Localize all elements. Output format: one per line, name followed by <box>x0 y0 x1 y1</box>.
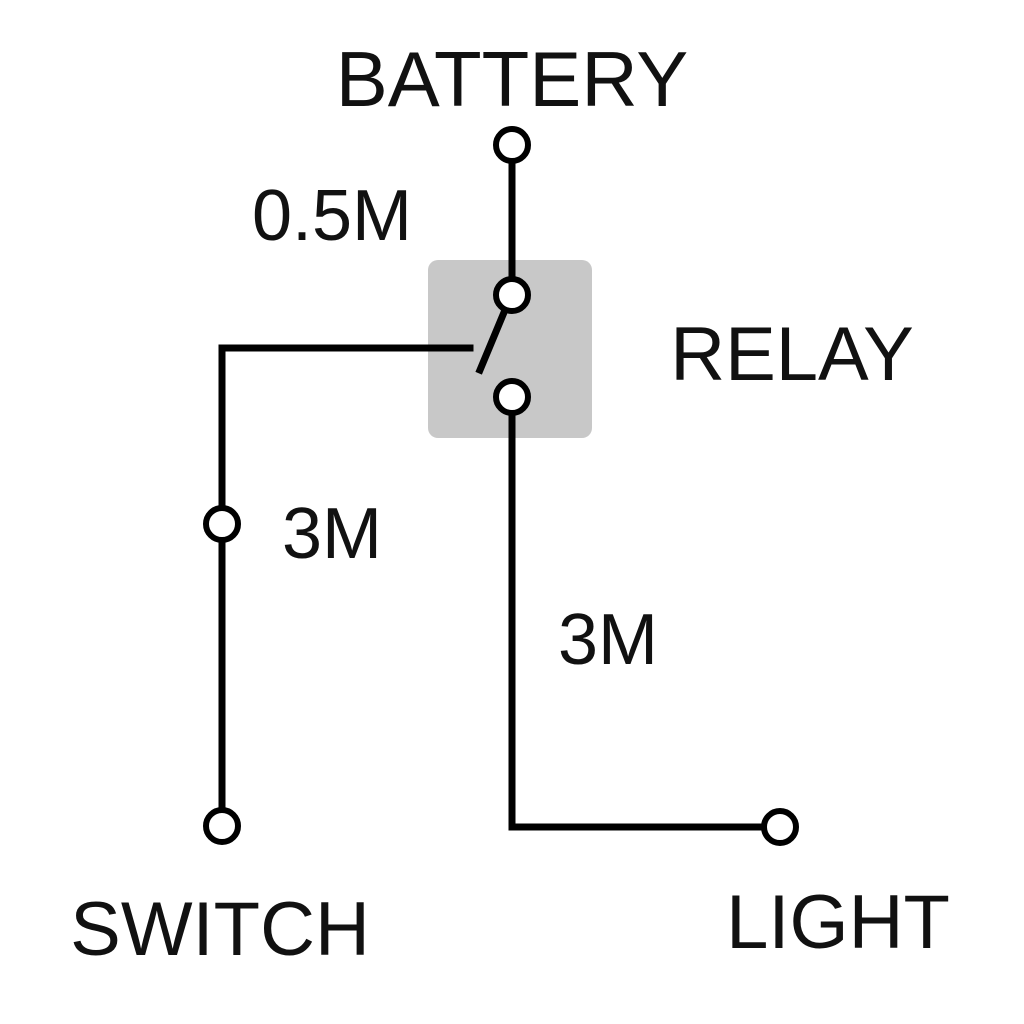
battery-label: BATTERY <box>336 35 689 123</box>
relay-box <box>428 260 592 438</box>
relay-output-terminal <box>493 378 531 416</box>
light-label: LIGHT <box>726 880 950 965</box>
switch-terminal <box>203 807 241 845</box>
switch-wire-length-label: 3M <box>282 494 382 574</box>
battery-terminal <box>493 126 531 164</box>
relay-contact-arm <box>475 305 510 375</box>
switch-midpoint-terminal <box>203 505 241 543</box>
switch-wire <box>218 344 474 812</box>
relay-input-terminal <box>493 276 531 314</box>
switch-label: SWITCH <box>70 887 370 972</box>
relay-label: RELAY <box>670 312 914 397</box>
battery-wire-length-label: 0.5M <box>252 176 412 256</box>
light-terminal <box>761 808 799 846</box>
light-wire <box>508 410 766 831</box>
light-wire-length-label: 3M <box>558 600 658 680</box>
